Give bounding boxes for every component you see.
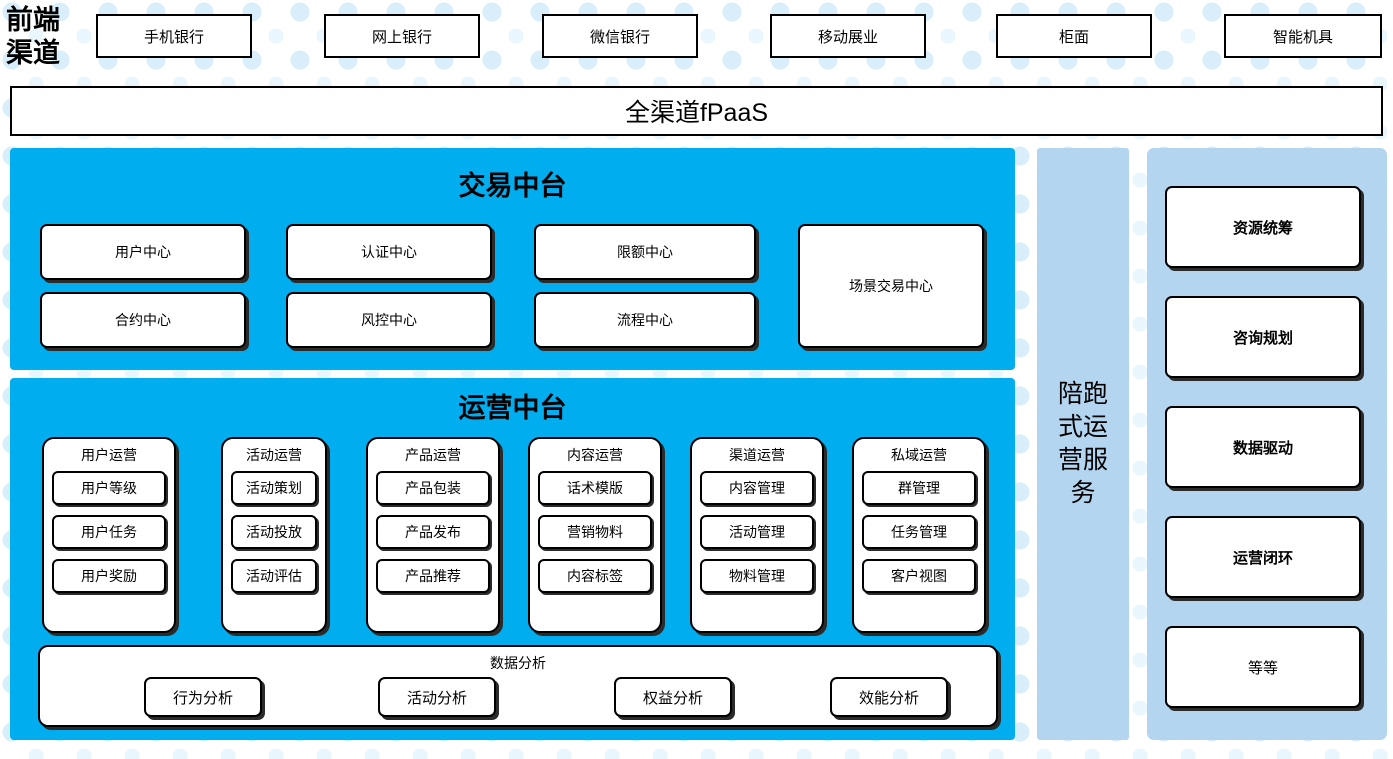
- front-channel-label: 前端渠道: [6, 5, 60, 68]
- capability-box-consulting-planning[interactable]: 咨询规划: [1165, 296, 1361, 378]
- data-analysis-box-behavior-analysis[interactable]: 行为分析: [144, 677, 262, 717]
- operation-column-title: 产品运营: [405, 447, 461, 463]
- trading-box-scene-trade-center[interactable]: 场景交易中心: [798, 224, 984, 348]
- service-bar-label: 陪跑式运营服务: [1057, 380, 1108, 507]
- data-analysis-box-rights-analysis[interactable]: 权益分析: [614, 677, 732, 717]
- accompanying-operation-service-bar: 陪跑式运营服务: [1037, 148, 1129, 740]
- operation-item[interactable]: 产品推荐: [376, 559, 490, 593]
- trading-box-process-center[interactable]: 流程中心: [534, 292, 756, 348]
- operation-column-title: 私域运营: [891, 447, 947, 463]
- trading-box-contract-center[interactable]: 合约中心: [40, 292, 246, 348]
- operation-column-title: 活动运营: [246, 447, 302, 463]
- operation-item[interactable]: 物料管理: [700, 559, 814, 593]
- capability-box-resource-coordination[interactable]: 资源统筹: [1165, 186, 1361, 268]
- operation-item[interactable]: 内容标签: [538, 559, 652, 593]
- operation-item[interactable]: 活动评估: [231, 559, 317, 593]
- data-analysis-title: 数据分析: [490, 655, 546, 671]
- trading-box-user-center[interactable]: 用户中心: [40, 224, 246, 280]
- operation-item[interactable]: 产品发布: [376, 515, 490, 549]
- operation-column-user-operation[interactable]: 用户运营用户等级用户任务用户奖励: [42, 437, 176, 633]
- data-analysis-strip: 数据分析 行为分析 活动分析 权益分析 效能分析: [38, 645, 998, 727]
- capability-box-operation-closed-loop[interactable]: 运营闭环: [1165, 516, 1361, 598]
- trading-platform-title: 交易中台: [458, 171, 567, 201]
- operation-column-content-operation[interactable]: 内容运营话术模版营销物料内容标签: [528, 437, 662, 633]
- data-analysis-box-efficiency-analysis[interactable]: 效能分析: [830, 677, 948, 717]
- trading-box-limit-center[interactable]: 限额中心: [534, 224, 756, 280]
- operation-item[interactable]: 营销物料: [538, 515, 652, 549]
- operation-item[interactable]: 活动策划: [231, 471, 317, 505]
- operation-item[interactable]: 任务管理: [862, 515, 976, 549]
- operation-column-title: 内容运营: [567, 447, 623, 463]
- trading-box-risk-center[interactable]: 风控中心: [286, 292, 492, 348]
- operation-item[interactable]: 用户奖励: [52, 559, 166, 593]
- channel-chip-online-banking[interactable]: 网上银行: [324, 14, 480, 58]
- operation-item[interactable]: 活动管理: [700, 515, 814, 549]
- operation-column-activity-operation[interactable]: 活动运营活动策划活动投放活动评估: [221, 437, 327, 633]
- channel-chip-smart-machine[interactable]: 智能机具: [1224, 14, 1382, 58]
- operation-item[interactable]: 产品包装: [376, 471, 490, 505]
- data-analysis-box-activity-analysis[interactable]: 活动分析: [378, 677, 496, 717]
- operation-item[interactable]: 内容管理: [700, 471, 814, 505]
- operation-item[interactable]: 话术模版: [538, 471, 652, 505]
- operation-column-channel-operation[interactable]: 渠道运营内容管理活动管理物料管理: [690, 437, 824, 633]
- channel-chip-mobile-banking[interactable]: 手机银行: [96, 14, 252, 58]
- operation-item[interactable]: 用户等级: [52, 471, 166, 505]
- channel-chip-mobile-field[interactable]: 移动展业: [770, 14, 926, 58]
- trading-box-auth-center[interactable]: 认证中心: [286, 224, 492, 280]
- capability-box-data-driven[interactable]: 数据驱动: [1165, 406, 1361, 488]
- operation-column-product-operation[interactable]: 产品运营产品包装产品发布产品推荐: [366, 437, 500, 633]
- operation-item[interactable]: 用户任务: [52, 515, 166, 549]
- operation-platform-title: 运营中台: [458, 393, 567, 423]
- operation-column-title: 用户运营: [81, 447, 137, 463]
- operation-column-private-operation[interactable]: 私域运营群管理任务管理客户视图: [852, 437, 986, 633]
- capability-box-etc[interactable]: 等等: [1165, 626, 1361, 708]
- channel-chip-counter[interactable]: 柜面: [996, 14, 1152, 58]
- capability-panel: 资源统筹咨询规划数据驱动运营闭环等等: [1147, 148, 1387, 740]
- operation-item[interactable]: 群管理: [862, 471, 976, 505]
- operation-column-title: 渠道运营: [729, 447, 785, 463]
- operation-item[interactable]: 客户视图: [862, 559, 976, 593]
- channel-chip-wechat-banking[interactable]: 微信银行: [542, 14, 698, 58]
- omni-channel-banner: 全渠道fPaaS: [10, 86, 1383, 136]
- operation-item[interactable]: 活动投放: [231, 515, 317, 549]
